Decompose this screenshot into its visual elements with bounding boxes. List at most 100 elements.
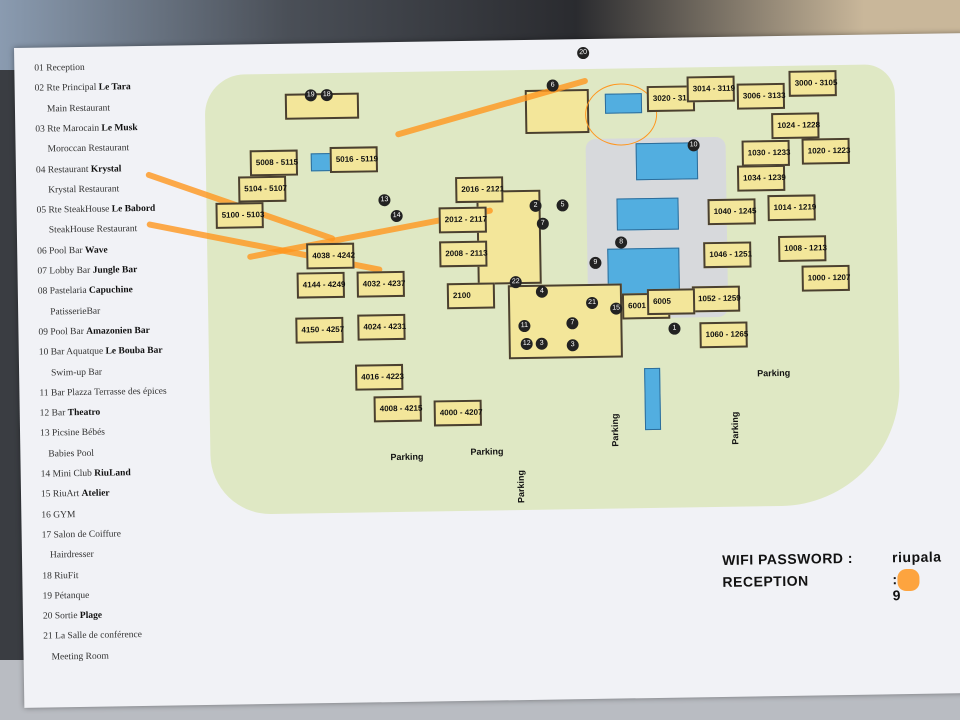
legend-item: Meeting Room	[51, 651, 108, 662]
legend-number: 08	[37, 286, 48, 297]
legend-item: 11 Bar Plazza Terrasse des épices	[39, 386, 166, 398]
building-label: 1000 - 1207	[807, 272, 851, 283]
map-marker: 15	[610, 302, 623, 315]
parking-label: Parking	[515, 470, 527, 504]
legend-item: Swim-up Bar	[51, 367, 102, 378]
legend-item: Moroccan Restaurant	[48, 143, 130, 154]
building-label: 4144 - 4249	[302, 279, 346, 290]
building-label: 5008 - 5115	[255, 157, 299, 168]
parking-label: Parking	[729, 411, 741, 445]
legend-item: 14 Mini Club RiuLand	[41, 468, 131, 479]
legend-number: 06	[37, 246, 47, 257]
parking-label: Parking	[757, 367, 791, 379]
legend-text: Pool Bar	[50, 326, 84, 338]
building-label: 2100	[452, 290, 471, 301]
legend-number: 20	[42, 611, 53, 622]
legend-text: RiuArt	[52, 489, 80, 500]
building-label: 1060 - 1265	[705, 329, 749, 340]
legend-name: Le Musk	[101, 122, 138, 134]
building-label: 4000 - 4207	[439, 407, 483, 418]
legend-text: La Salle de conférence	[55, 630, 142, 642]
building-label: 1034 - 1239	[743, 172, 786, 183]
legend-text: Pétanque	[54, 590, 90, 602]
building-label: 2008 - 2113	[445, 248, 488, 259]
legend-item: 02 Rte Principal Le Tara	[35, 82, 131, 94]
building-label: 3014 - 3119	[692, 83, 736, 94]
legend-text: Krystal Restaurant	[48, 184, 120, 196]
legend-text: Lobby Bar	[49, 265, 91, 277]
legend-text: Pastelaria	[49, 286, 87, 297]
legend-name: Le Babord	[111, 203, 156, 215]
legend-name: Capuchine	[88, 285, 133, 297]
legend-number: 17	[41, 530, 52, 541]
parking-label: Parking	[470, 446, 504, 457]
building-label: 3006 - 3133	[742, 90, 786, 101]
legend-number: 13	[39, 428, 50, 440]
legend-number: 16	[41, 510, 51, 521]
legend-item: 06 Pool Bar Wave	[37, 245, 108, 256]
highlight-mark	[897, 568, 920, 592]
legend-number: 11	[39, 388, 49, 399]
legend-name: Le Bouba Bar	[105, 345, 163, 357]
wifi-password: riupala	[891, 548, 942, 566]
legend-name: Theatro	[67, 407, 101, 419]
wifi-info: WIFI PASSWORD : riupala RECEPTION: 9	[722, 548, 942, 604]
legend-text: Bar Aquatque	[50, 346, 104, 358]
map-marker: 20	[577, 46, 590, 60]
reception-label: RECEPTION	[722, 572, 809, 590]
legend-text: Pool Bar	[48, 245, 83, 257]
building-label: 1008 - 1213	[784, 243, 828, 253]
legend-text: Bar Plazza Terrasse des épices	[50, 386, 167, 399]
map-legend: 01 Reception 02 Rte Principal Le Tara Ma…	[34, 61, 194, 662]
legend-text: Babies Pool	[48, 448, 95, 460]
legend-text: Moroccan Restaurant	[47, 143, 130, 155]
legend-item: 03 Rte Marocain Le Musk	[35, 123, 138, 135]
building-label: 1052 - 1259	[697, 293, 741, 304]
building-label: 5100 - 5103	[221, 210, 265, 220]
legend-item: Hairdresser	[50, 550, 94, 561]
legend-text: Rte Principal	[46, 83, 97, 94]
map-marker: 13	[378, 194, 391, 207]
legend-text: Main Restaurant	[46, 103, 111, 115]
legend-text: Sortie	[54, 611, 78, 622]
parking-label: Parking	[390, 451, 424, 463]
legend-item: 19 Pétanque	[43, 591, 90, 602]
building-label: 4038 - 4242	[312, 250, 356, 261]
map-marker: 6	[546, 79, 559, 92]
legend-item: 21 La Salle de conférence	[43, 630, 142, 642]
legend-text: Salon de Coiffure	[53, 529, 121, 541]
legend-name: Atelier	[81, 488, 110, 500]
legend-number: 09	[38, 327, 49, 338]
legend-number: 10	[38, 347, 49, 358]
building-label: 2016 - 2121	[461, 184, 505, 194]
legend-number: 14	[40, 469, 51, 480]
parking-label: Parking	[609, 413, 621, 447]
building-label: 4150 - 4257	[301, 324, 345, 335]
legend-number: 12	[39, 408, 50, 419]
legend-number: 02	[34, 83, 45, 94]
legend-item: 07 Lobby Bar Jungle Bar	[37, 265, 137, 277]
legend-text: Rte Marocain	[47, 123, 100, 135]
pool	[616, 197, 679, 231]
legend-item: 13 Picsine Bébés	[40, 428, 105, 439]
legend-text: Hairdresser	[49, 549, 94, 561]
legend-name: Plage	[79, 610, 103, 622]
building-label: 1020 - 1223	[807, 145, 851, 156]
legend-item: Babies Pool	[48, 448, 94, 459]
building-label: 6005	[652, 296, 671, 306]
legend-number: 03	[35, 124, 45, 135]
map-marker: 7	[536, 217, 549, 230]
legend-text: SteakHouse Restaurant	[48, 224, 138, 236]
building-label: 4008 - 4215	[379, 403, 423, 414]
building-label: 4016 - 4223	[361, 371, 404, 382]
legend-name: Le Tara	[98, 82, 131, 93]
legend-item: 10 Bar Aquatque Le Bouba Bar	[39, 346, 163, 358]
building-label: 1030 - 1233	[747, 147, 791, 158]
legend-name: Wave	[84, 245, 108, 256]
legend-item: PatisserieBar	[50, 306, 100, 317]
legend-number: 01	[34, 63, 44, 74]
building-label: 2012 - 2117	[444, 214, 488, 225]
legend-number: 19	[42, 591, 53, 602]
legend-item: Main Restaurant	[47, 103, 110, 114]
